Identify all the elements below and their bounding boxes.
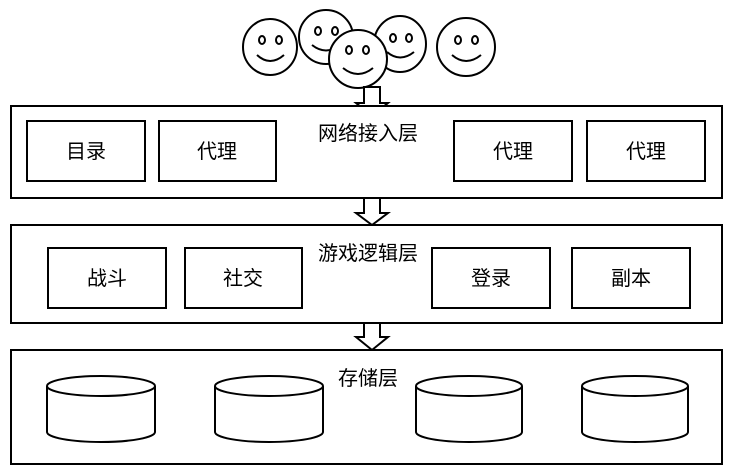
- login-box: [431, 247, 551, 309]
- battle-box: [47, 247, 167, 309]
- proxy-box-label: 代理: [197, 139, 237, 163]
- arrow-down-icon: [353, 197, 391, 227]
- instance-box: [571, 247, 691, 309]
- proxy-box-label: 代理: [626, 139, 666, 163]
- storage-layer-label: 存储层: [338, 366, 398, 390]
- network-layer-label: 网络接入层: [318, 121, 418, 145]
- social-box-label: 社交: [223, 266, 263, 290]
- database-cylinder-icon: [46, 375, 156, 443]
- network-access-layer: 网络接入层 目录 代理 代理 代理: [10, 105, 723, 199]
- directory-box-label: 目录: [66, 139, 106, 163]
- proxy-box-label: 代理: [493, 139, 533, 163]
- login-box-label: 登录: [471, 266, 511, 290]
- database-cylinder-icon: [214, 375, 324, 443]
- storage-layer: 存储层: [10, 349, 723, 465]
- logic-layer-label: 游戏逻辑层: [318, 241, 418, 265]
- proxy-box: [453, 120, 573, 182]
- smiley-face-icon: [328, 29, 388, 89]
- instance-box-label: 副本: [611, 266, 651, 290]
- game-logic-layer: 游戏逻辑层 战斗 社交 登录 副本: [10, 224, 723, 324]
- arrow-down-icon: [353, 322, 391, 352]
- battle-box-label: 战斗: [87, 266, 127, 290]
- users-group: [242, 9, 496, 89]
- database-cylinder-icon: [415, 375, 523, 443]
- proxy-box: [158, 120, 277, 182]
- database-cylinder-icon: [581, 375, 689, 443]
- proxy-box: [586, 120, 706, 182]
- smiley-face-icon: [436, 17, 496, 77]
- directory-box: [26, 120, 146, 182]
- smiley-face-icon: [242, 18, 298, 76]
- social-box: [184, 247, 303, 309]
